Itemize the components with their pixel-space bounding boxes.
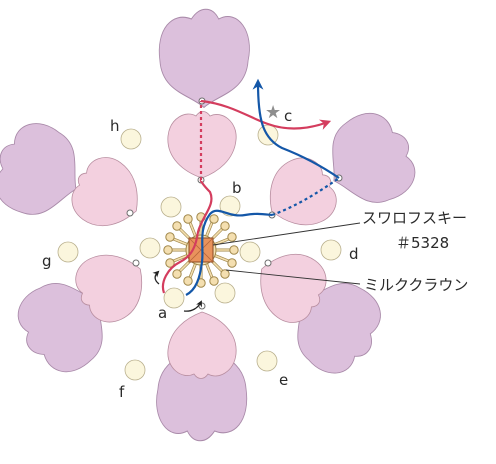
- bead-g: [57, 241, 79, 263]
- bead-h: [120, 128, 142, 150]
- blue-wire: [185, 78, 340, 296]
- bead-right: [239, 241, 261, 263]
- inner-petal-bottom: [167, 311, 237, 379]
- star-icon: ★: [265, 102, 282, 122]
- bead-b: [219, 195, 241, 217]
- red-wire: [161, 99, 332, 294]
- bead-d: [320, 239, 342, 261]
- hole-inner-left-bottom: [132, 259, 140, 267]
- bead-lower-right: [214, 282, 236, 304]
- hole-inner-right-bottom: [264, 259, 272, 267]
- twist-arrows: [152, 270, 202, 312]
- leader-swarovski: [212, 222, 361, 246]
- hole-inner-left-top: [126, 209, 134, 217]
- bead-f: [124, 359, 146, 381]
- label-h: h: [110, 117, 120, 135]
- inner-petal-left-top: [61, 147, 154, 242]
- bead-upper-left: [160, 196, 182, 218]
- inner-petal-top: [167, 111, 237, 179]
- callout-milk-crown: ミルククラウン: [364, 276, 469, 294]
- leader-lines: [212, 222, 361, 285]
- label-a: a: [158, 304, 168, 322]
- label-e: e: [279, 371, 289, 389]
- label-f: f: [119, 383, 125, 401]
- leader-milk-crown: [225, 269, 361, 285]
- callout-swarovski-number: ＃5328: [396, 234, 450, 252]
- label-d: d: [349, 245, 359, 263]
- bead-a: [163, 287, 185, 309]
- bead-left: [139, 237, 161, 259]
- label-c: c: [284, 107, 293, 125]
- callout-swarovski-name: スワロフスキー: [362, 209, 468, 227]
- label-b: b: [232, 179, 242, 197]
- bead-e: [256, 350, 278, 372]
- label-g: g: [42, 252, 52, 270]
- beads: [57, 124, 342, 381]
- outer-petal-top: [158, 8, 251, 109]
